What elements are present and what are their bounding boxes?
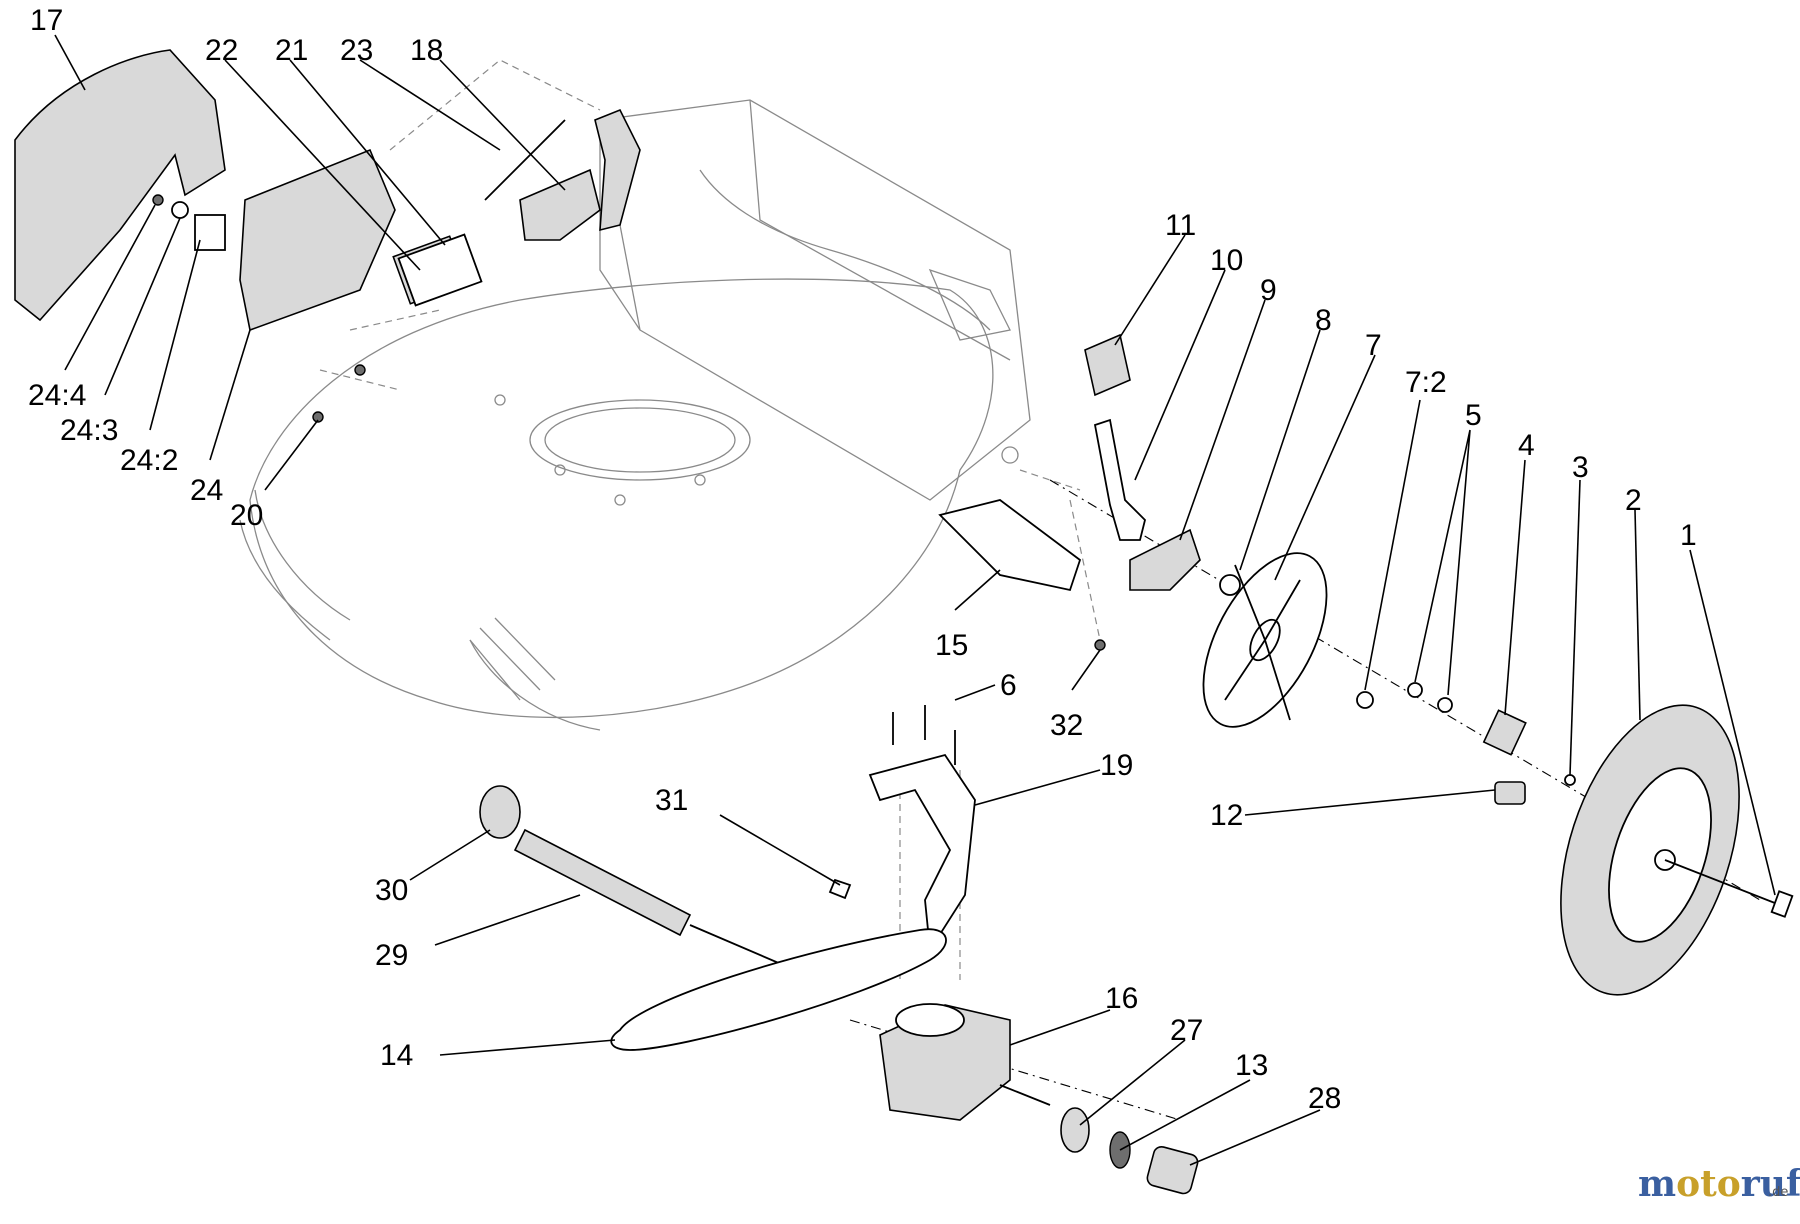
- callout-21: 21: [275, 34, 308, 67]
- callout-1: 1: [1680, 519, 1697, 552]
- callout-7-2: 7:2: [1405, 366, 1447, 399]
- transmission-output-shaft: [999, 1084, 1051, 1106]
- callout-24-3: 24:3: [60, 414, 118, 447]
- callout-8: 8: [1315, 304, 1332, 337]
- callout-28: 28: [1308, 1082, 1341, 1115]
- callout-14: 14: [380, 1039, 413, 1072]
- part-4-pinion-gear: [1482, 709, 1527, 756]
- part-7-2-washer: [1356, 691, 1374, 709]
- part-14-drive-belt: [610, 928, 947, 1051]
- part-24-2-bracket: [194, 214, 226, 251]
- callout-16: 16: [1105, 982, 1138, 1015]
- watermark-logo: motoruf .de: [1638, 1163, 1800, 1205]
- part-24-4-screw: [152, 194, 164, 206]
- part-7-wheel-gear: [1202, 552, 1328, 728]
- callout-31: 31: [655, 784, 688, 817]
- part-11-height-knob: [1084, 333, 1131, 397]
- callout-22: 22: [205, 34, 238, 67]
- part-29-cable-spring: [513, 828, 692, 937]
- part-24-rear-door: [239, 148, 396, 332]
- callout-24-4: 24:4: [28, 379, 86, 412]
- part-1-bolt-head: [1770, 890, 1794, 918]
- part-1-wheel-bolt: [1664, 859, 1781, 906]
- callout-24: 24: [190, 474, 223, 507]
- callout-5: 5: [1465, 399, 1482, 432]
- callout-20: 20: [230, 499, 263, 532]
- watermark-suffix: .de: [1768, 1185, 1788, 1200]
- part-32-screw: [1094, 639, 1106, 651]
- part-3-clip: [1564, 774, 1576, 786]
- part-9-wheel-plate: [1129, 528, 1201, 591]
- mower-deck-outline: [239, 99, 1031, 731]
- callout-7: 7: [1365, 329, 1382, 362]
- callout-9: 9: [1260, 274, 1277, 307]
- part-12-bushing: [1494, 781, 1526, 805]
- part-18-handle-bracket-upper: [594, 108, 641, 232]
- callout-3: 3: [1572, 451, 1589, 484]
- callout-2: 2: [1625, 484, 1642, 517]
- part-5-washer-a: [1407, 682, 1423, 698]
- part-24-3-washer: [171, 201, 189, 219]
- part-16-pulley: [895, 1003, 965, 1037]
- callout-4: 4: [1518, 429, 1535, 462]
- part-20-screw: [312, 411, 324, 423]
- part-31-cable-clip: [828, 878, 852, 900]
- callout-27: 27: [1170, 1014, 1203, 1047]
- callout-6: 6: [1000, 669, 1017, 702]
- part-8-retaining-ring: [1219, 574, 1241, 596]
- callout-24-2: 24:2: [120, 444, 178, 477]
- callout-23: 23: [340, 34, 373, 67]
- part-15-baffle: [938, 499, 1082, 592]
- part-10-height-lever: [1093, 418, 1146, 541]
- callout-labels: 17 22 21 23 18 11 10 9 8 7 7:2 5 4 3 2 1…: [28, 4, 1697, 1115]
- watermark-brand: motoruf: [1638, 1163, 1800, 1205]
- callout-12: 12: [1210, 799, 1243, 832]
- part-19-gearbox-bracket: [868, 753, 976, 953]
- part-5-washer-b: [1437, 697, 1453, 713]
- callout-19: 19: [1100, 749, 1133, 782]
- callout-17: 17: [30, 4, 63, 37]
- part-23-hinge-rod: [484, 119, 566, 201]
- drive-shaft-centerline: [849, 1019, 1181, 1121]
- part-27-bearing: [1060, 1107, 1090, 1153]
- callout-18: 18: [410, 34, 443, 67]
- part-20-screw-b: [354, 364, 366, 376]
- callout-29: 29: [375, 939, 408, 972]
- assembly-guide-lines: [319, 59, 1101, 980]
- part-2-rear-wheel: [1560, 704, 1740, 996]
- part-18-handle-bracket: [519, 168, 601, 241]
- callout-15: 15: [935, 629, 968, 662]
- part-22-hinge-plate: [397, 233, 483, 307]
- callout-32: 32: [1050, 709, 1083, 742]
- callout-13: 13: [1235, 1049, 1268, 1082]
- leader-lines: [54, 34, 1776, 1166]
- part-28-pinion-sleeve: [1146, 1145, 1199, 1195]
- callout-10: 10: [1210, 244, 1243, 277]
- callout-11: 11: [1165, 209, 1196, 242]
- callout-30: 30: [375, 874, 408, 907]
- part-17-rear-flap: [14, 49, 226, 322]
- part-30-cable-knob: [479, 785, 521, 839]
